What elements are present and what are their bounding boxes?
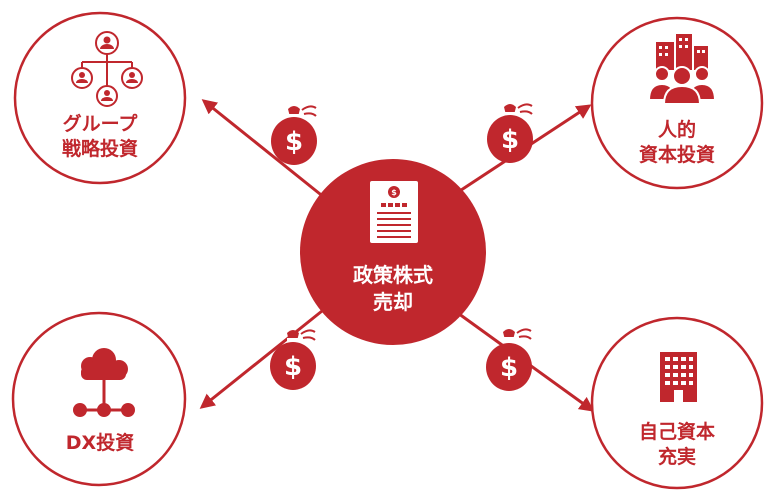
money-bag-symbol: $ [284,352,302,382]
money-bag-symbol: $ [285,127,303,157]
arrow-to-group-strategy [201,99,326,200]
center-label-line-1: 政策株式 [353,263,433,287]
human-capital-label-line-2: 資本投資 [638,144,715,166]
dx-label: DX投資 [30,431,170,456]
people-buildings-icon [647,34,717,105]
cloud-network-icon [73,348,135,417]
human-capital-label-line-1: 人的 [657,119,696,141]
group-strategy-circle [13,11,187,185]
document-icon: $ [370,181,418,243]
money-bag-symbol: $ [501,125,519,155]
group-strategy-label-line-1: グループ [62,113,138,135]
money-bag-symbol: $ [500,353,518,383]
equity-label-line-2: 充実 [657,446,696,468]
center-label: 政策株式 売却 [323,262,463,316]
org-chart-people-icon [71,31,143,107]
equity-circle [590,316,764,490]
money-bag-icon: $ [270,329,316,390]
document-badge-symbol: $ [391,188,397,197]
arrow-to-dx [199,309,323,409]
center-label-line-2: 売却 [373,290,413,314]
group-strategy-label: グループ 戦略投資 [30,112,170,162]
office-building-icon [660,352,697,402]
money-bag-icon: $ [487,103,533,163]
equity-label-line-1: 自己資本 [638,421,715,443]
center-circle [300,159,486,345]
dx-label-line-1: DX投資 [65,432,135,454]
group-strategy-label-line-2: 戦略投資 [61,138,138,160]
equity-label: 自己資本 充実 [607,420,747,470]
dx-circle [11,311,187,487]
human-capital-label: 人的 資本投資 [607,118,747,168]
money-bag-icon: $ [271,105,317,165]
money-bag-icon: $ [486,328,532,391]
